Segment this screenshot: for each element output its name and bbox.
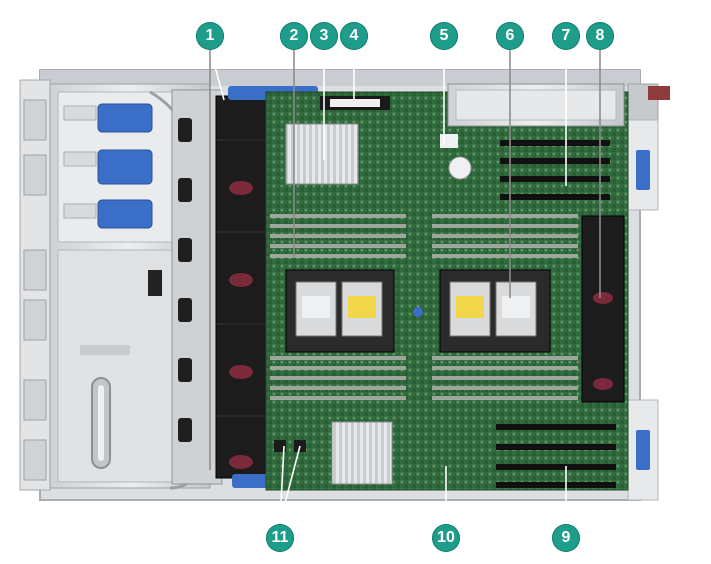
callout-1: 1 <box>196 22 224 50</box>
fan-cage <box>171 86 318 488</box>
callout-9: 9 <box>552 524 580 552</box>
callout-6: 6 <box>496 22 524 50</box>
processor-socket-2 <box>439 269 551 353</box>
processor-socket-1 <box>285 269 395 353</box>
callout-11: 11 <box>266 524 294 552</box>
callout-4: 4 <box>340 22 368 50</box>
callout-7: 7 <box>552 22 580 50</box>
dimm-bank-right <box>432 214 578 400</box>
dimm-bank-left <box>270 214 406 400</box>
callout-2: 2 <box>280 22 308 50</box>
motherboard <box>265 83 629 491</box>
callout-leader-lines-dark <box>209 48 601 470</box>
left-drive-cage <box>19 79 211 491</box>
callout-10: 10 <box>432 524 460 552</box>
callout-5: 5 <box>430 22 458 50</box>
callout-3: 3 <box>310 22 338 50</box>
callout-8: 8 <box>586 22 614 50</box>
